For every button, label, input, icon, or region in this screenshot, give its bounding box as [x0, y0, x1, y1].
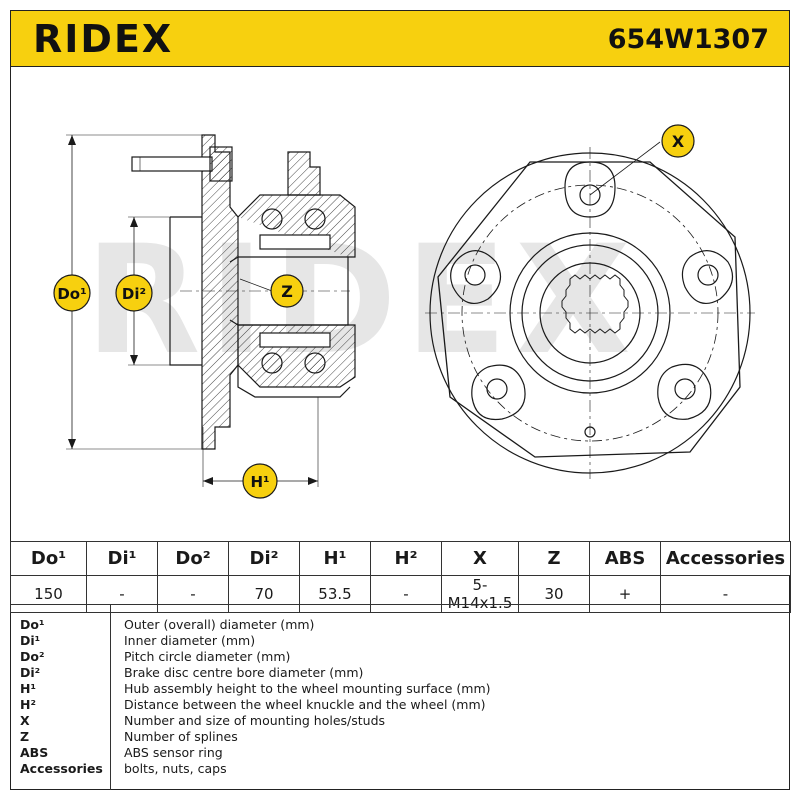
- legend-item: Z Number of splines: [10, 729, 790, 745]
- legend-desc: Distance between the wheel knuckle and t…: [124, 697, 486, 712]
- legend-item: H¹ Hub assembly height to the wheel moun…: [10, 681, 790, 697]
- label-di2: Di²: [115, 274, 153, 312]
- label-h1: H¹: [242, 463, 278, 499]
- legend-desc: Brake disc centre bore diameter (mm): [124, 665, 364, 680]
- spec-header-cell: H²: [370, 541, 442, 576]
- legend-item: Di¹ Inner diameter (mm): [10, 633, 790, 649]
- legend-desc: Outer (overall) diameter (mm): [124, 617, 315, 632]
- spec-header-cell: Do¹: [10, 541, 87, 576]
- legend: Do¹ Outer (overall) diameter (mm) Di¹ In…: [10, 604, 790, 790]
- label-x-text: X: [672, 132, 685, 151]
- legend-item: Accessories bolts, nuts, caps: [10, 761, 790, 777]
- legend-item: Di² Brake disc centre bore diameter (mm): [10, 665, 790, 681]
- legend-divider: [110, 605, 111, 790]
- legend-item: X Number and size of mounting holes/stud…: [10, 713, 790, 729]
- spec-header-cell: Di²: [228, 541, 300, 576]
- legend-code: Accessories: [20, 761, 103, 776]
- spec-value-cell: -: [660, 575, 791, 613]
- legend-desc: ABS sensor ring: [124, 745, 223, 760]
- legend-code: ABS: [20, 745, 49, 760]
- spec-header-cell: Di¹: [86, 541, 158, 576]
- spec-value-cell: -: [370, 575, 442, 613]
- legend-code: Di¹: [20, 633, 41, 648]
- spec-header-cell: Accessories: [660, 541, 791, 576]
- legend-code: Do¹: [20, 617, 45, 632]
- legend-item: H² Distance between the wheel knuckle an…: [10, 697, 790, 713]
- legend-desc: Hub assembly height to the wheel mountin…: [124, 681, 491, 696]
- legend-item: Do² Pitch circle diameter (mm): [10, 649, 790, 665]
- spec-value-cell: -: [157, 575, 229, 613]
- spec-value-row: 150 - - 70 53.5 - 5-M14x1.5 30 + -: [10, 575, 791, 613]
- part-number: 654W1307: [607, 24, 769, 55]
- spec-header-cell: H¹: [299, 541, 371, 576]
- legend-code: H¹: [20, 681, 36, 696]
- legend-desc: Number of splines: [124, 729, 238, 744]
- label-h1-text: H¹: [250, 473, 269, 491]
- spec-header-cell: ABS: [589, 541, 661, 576]
- legend-desc: Pitch circle diameter (mm): [124, 649, 291, 664]
- spec-header-row: Do¹ Di¹ Do² Di² H¹ H² X Z ABS Accessorie…: [10, 541, 791, 576]
- spec-value-cell: -: [86, 575, 158, 613]
- bolt-hole-right: [681, 250, 734, 305]
- legend-desc: Inner diameter (mm): [124, 633, 256, 648]
- legend-desc: bolts, nuts, caps: [124, 761, 227, 776]
- legend-item: ABS ABS sensor ring: [10, 745, 790, 761]
- spec-header-cell: Do²: [157, 541, 229, 576]
- side-section-view: [66, 134, 356, 487]
- legend-desc: Number and size of mounting holes/studs: [124, 713, 386, 728]
- spec-header-cell: Z: [518, 541, 590, 576]
- spec-value-cell: 30: [518, 575, 590, 613]
- front-view: [425, 141, 755, 479]
- label-z-text: Z: [281, 282, 293, 301]
- legend-code: H²: [20, 697, 36, 712]
- brand-logo: RIDEX: [33, 17, 174, 61]
- technical-drawing: RIDEX: [53, 124, 755, 499]
- spec-table: Do¹ Di¹ Do² Di² H¹ H² X Z ABS Accessorie…: [10, 541, 791, 613]
- bolt-hole-left: [450, 250, 502, 305]
- bolt-hole-top: [564, 161, 616, 218]
- header-bar: RIDEX 654W1307: [10, 10, 790, 67]
- spec-value-cell: 5-M14x1.5: [441, 575, 519, 613]
- legend-code: Z: [20, 729, 30, 744]
- spec-header-cell: X: [441, 541, 519, 576]
- bolt-hole-lower-left: [471, 364, 526, 421]
- legend-code: Do²: [20, 649, 45, 664]
- label-do1: Do¹: [53, 274, 91, 312]
- spec-value-cell: 70: [228, 575, 300, 613]
- bolt-hole-lower-right: [657, 363, 712, 420]
- legend-code: X: [20, 713, 30, 728]
- legend-code: Di²: [20, 665, 41, 680]
- label-do1-text: Do¹: [57, 285, 86, 303]
- label-z: Z: [239, 274, 304, 308]
- legend-item: Do¹ Outer (overall) diameter (mm): [10, 617, 790, 633]
- spec-value-cell: 150: [10, 575, 87, 613]
- label-x: X: [661, 124, 695, 158]
- label-di2-text: Di²: [122, 285, 146, 303]
